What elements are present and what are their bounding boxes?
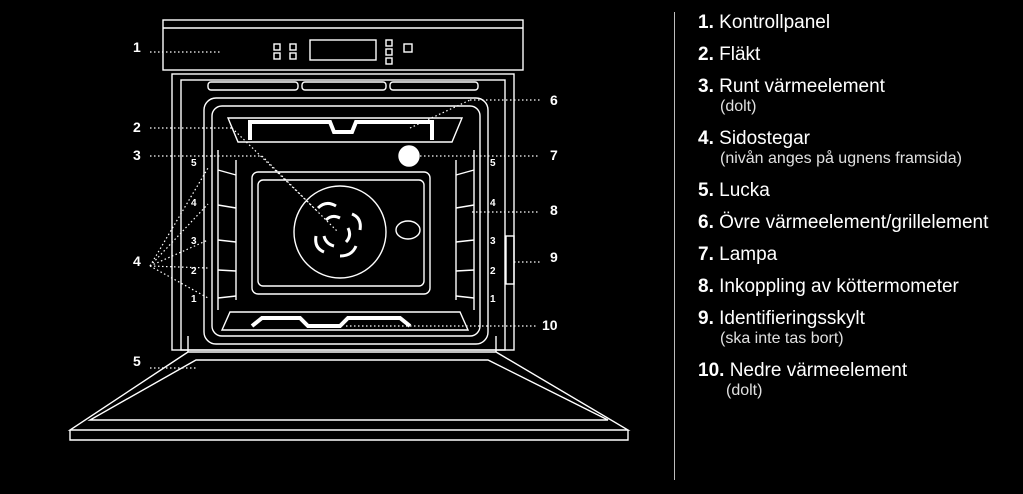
side-rack-right bbox=[455, 150, 475, 310]
legend-item-3: 3. Runt värmeelement (dolt) bbox=[698, 76, 885, 115]
legend-item-4: 4. Sidostegar (nivån anges på ugnens fra… bbox=[698, 128, 962, 167]
callout-10: 10 bbox=[542, 317, 558, 333]
legend-item-6: 6. Övre värmeelement/grillelement bbox=[698, 212, 989, 233]
lamp bbox=[398, 145, 420, 167]
legend-item-2: 2. Fläkt bbox=[698, 44, 761, 65]
legend-item-7: 7. Lampa bbox=[698, 244, 778, 265]
level-left-5: 5 bbox=[191, 158, 197, 169]
callout-9: 9 bbox=[550, 249, 558, 265]
callout-4: 4 bbox=[133, 253, 141, 269]
control-panel bbox=[162, 19, 524, 71]
identification-plate bbox=[505, 235, 515, 285]
level-right-3: 3 bbox=[490, 236, 496, 247]
legend-item-5: 5. Lucka bbox=[698, 180, 770, 201]
divider bbox=[674, 12, 675, 480]
side-rack-left bbox=[217, 150, 237, 310]
meat-probe-socket bbox=[395, 220, 421, 240]
fan bbox=[293, 185, 387, 279]
legend-item-8: 8. Inkoppling av köttermometer bbox=[698, 276, 959, 297]
oven-diagram: 1 2 3 4 5 6 7 8 9 10 5 4 3 2 1 5 4 3 2 1 bbox=[67, 19, 631, 441]
display-screen bbox=[309, 39, 377, 61]
legend-item-10: 10. Nedre värmeelement (dolt) bbox=[698, 360, 908, 399]
level-right-1: 1 bbox=[490, 294, 496, 305]
callout-8: 8 bbox=[550, 202, 558, 218]
callout-7: 7 bbox=[550, 147, 558, 163]
legend-item-9: 9. Identifieringsskylt (ska inte tas bor… bbox=[698, 308, 865, 347]
level-right-5: 5 bbox=[490, 158, 496, 169]
legend-item-1: 1. Kontrollpanel bbox=[698, 12, 831, 33]
callout-1: 1 bbox=[133, 39, 141, 55]
lower-heating-element bbox=[250, 316, 412, 328]
callout-6: 6 bbox=[550, 92, 558, 108]
callout-2: 2 bbox=[133, 119, 141, 135]
upper-heating-element bbox=[248, 120, 434, 140]
oven-body bbox=[171, 73, 515, 351]
level-left-3: 3 bbox=[191, 236, 197, 247]
level-left-1: 1 bbox=[191, 294, 197, 305]
door bbox=[67, 351, 631, 431]
level-left-4: 4 bbox=[191, 198, 197, 209]
callout-3: 3 bbox=[133, 147, 141, 163]
oven-cavity bbox=[203, 97, 489, 345]
callout-5: 5 bbox=[133, 353, 141, 369]
level-right-4: 4 bbox=[490, 198, 496, 209]
level-right-2: 2 bbox=[490, 266, 496, 277]
level-left-2: 2 bbox=[191, 266, 197, 277]
